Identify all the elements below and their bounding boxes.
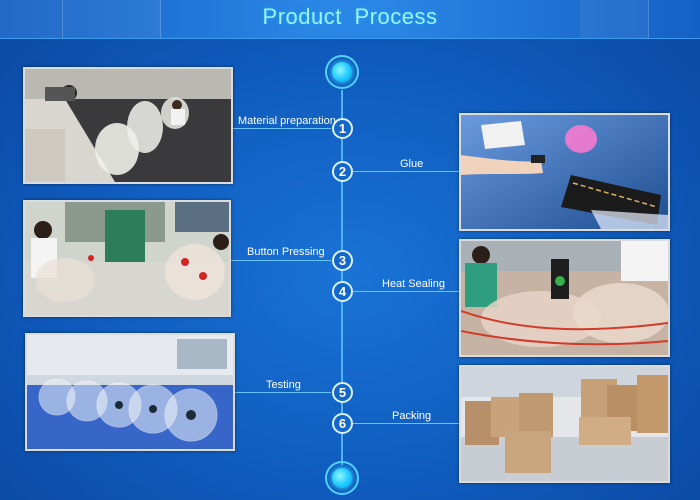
step-label-glue: Glue [400,158,424,170]
step-label-testing: Testing [266,379,301,391]
step-number-6: 6 [332,413,353,434]
step-label-button-pressing: Button Pressing [247,246,325,258]
connector-line [352,423,460,424]
photo-material-preparation [23,67,233,184]
photo-heat-sealing [459,239,670,357]
step-label-material-preparation: Material preparation [238,115,336,127]
header-tile [62,0,161,38]
photo-testing [25,333,235,451]
connector-line [234,392,331,393]
photo-packing [459,365,670,483]
connector-line [231,260,331,261]
step-number-2: 2 [332,161,353,182]
connector-line [233,128,331,129]
timeline-top-node-icon [325,55,359,89]
timeline-line [341,90,343,465]
step-number-3: 3 [332,250,353,271]
timeline-bottom-node-icon [325,461,359,495]
step-number-1: 1 [332,118,353,139]
step-label-packing: Packing [392,410,432,422]
header-tile [0,0,63,38]
connector-line [352,171,460,172]
step-number-5: 5 [332,382,353,403]
step-label-heat-sealing: Heat Sealing [382,278,445,290]
header-tile [580,0,649,38]
header-bar: Product Process [0,0,700,39]
connector-line [352,291,460,292]
photo-glue [459,113,670,231]
photo-button-pressing [23,200,231,317]
page-title: Product Process [262,4,438,29]
step-number-4: 4 [332,281,353,302]
